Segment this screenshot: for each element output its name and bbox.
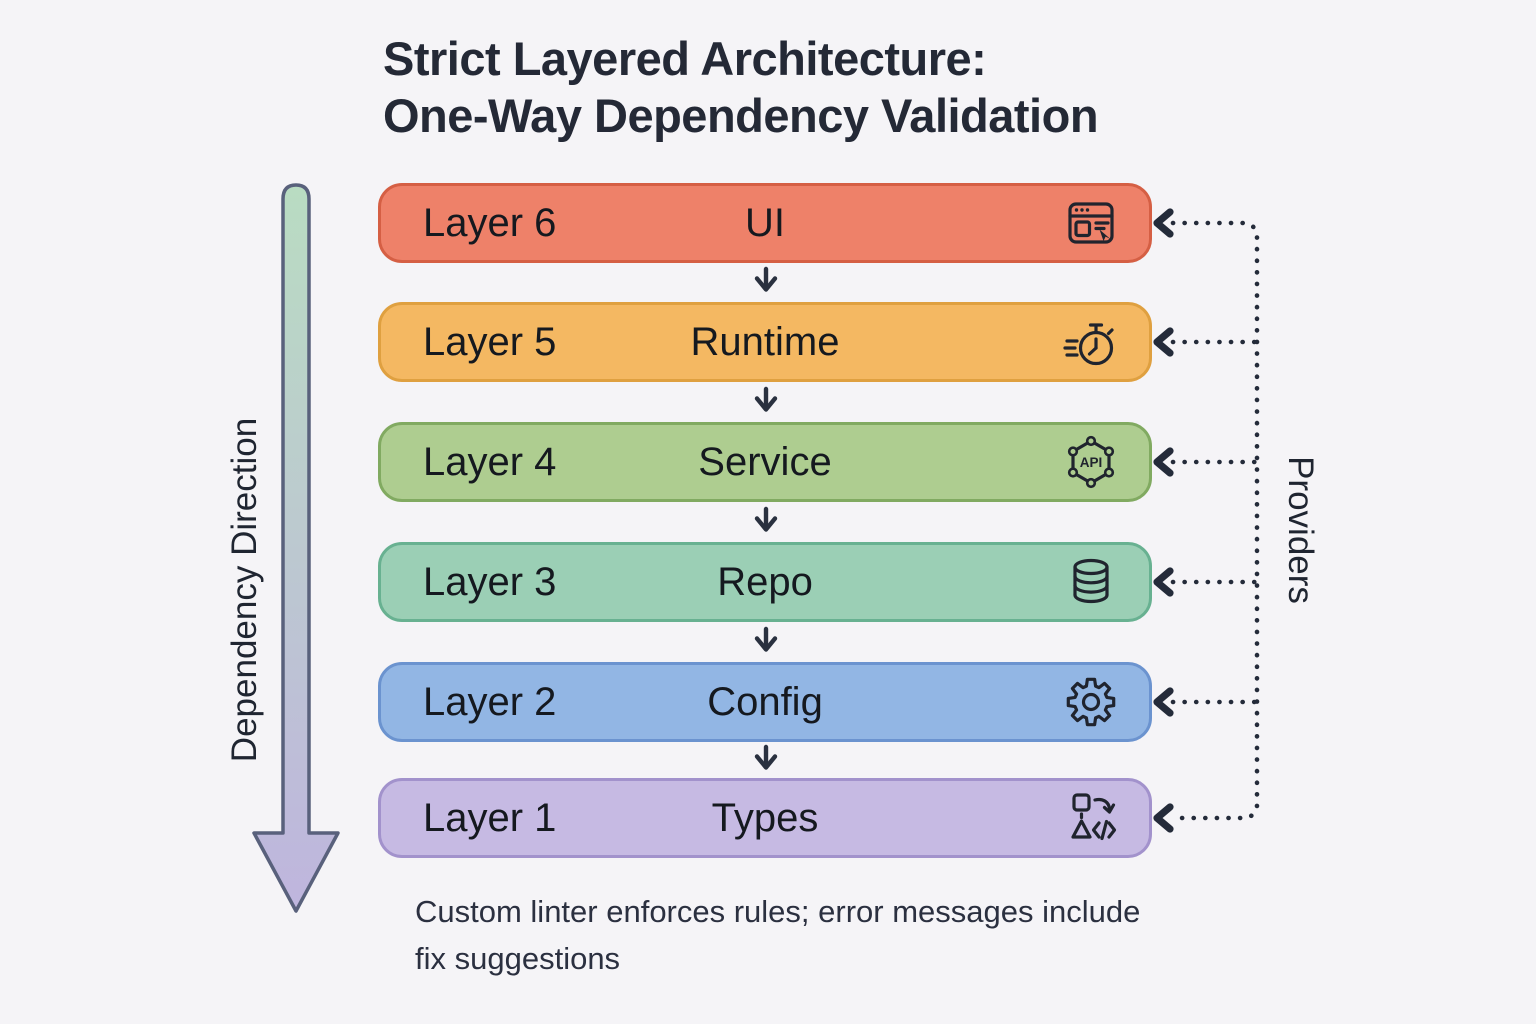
down-arrow-icon [754, 386, 778, 412]
database-icon [1063, 554, 1119, 610]
layer-label: Layer 4 [423, 439, 557, 484]
caption-line-2: fix suggestions [415, 941, 621, 977]
layer-name: Service [698, 439, 832, 484]
api-hexagon-icon: API [1063, 434, 1119, 490]
title-line-1: Strict Layered Architecture: [383, 32, 987, 85]
dependency-direction-arrow [252, 183, 340, 913]
types-shapes-icon [1063, 790, 1119, 846]
gear-icon [1063, 674, 1119, 730]
layer-label: Layer 1 [423, 795, 557, 840]
layer-name: UI [745, 200, 785, 245]
layer-label: Layer 6 [423, 200, 557, 245]
layer-bar-3: Layer 3 Repo [378, 542, 1152, 622]
providers-label: Providers [1281, 456, 1320, 604]
layer-bar-2: Layer 2 Config [378, 662, 1152, 742]
layer-bar-5: Layer 5 Runtime [378, 302, 1152, 382]
layer-name: Config [707, 679, 823, 724]
layer-name: Repo [717, 559, 813, 604]
providers-connector [1153, 208, 1260, 833]
caption-line-1: Custom linter enforces rules; error mess… [415, 894, 1141, 929]
layer-bar-1: Layer 1 Types [378, 778, 1152, 858]
page-title: Strict Layered Architecture: One-Way Dep… [383, 30, 1099, 145]
api-icon-text: API [1080, 455, 1103, 470]
browser-window-icon [1063, 195, 1119, 251]
down-arrow-icon [754, 266, 778, 292]
layer-bar-6: Layer 6 UI [378, 183, 1152, 263]
layer-name: Types [711, 795, 819, 840]
layer-bar-4: Layer 4 Service API [378, 422, 1152, 502]
layer-name: Runtime [690, 319, 840, 364]
down-arrow-icon [754, 506, 778, 532]
stopwatch-icon [1063, 314, 1119, 370]
dependency-direction-label: Dependency Direction [225, 417, 264, 763]
layer-label: Layer 2 [423, 679, 557, 724]
down-arrow-icon [754, 744, 778, 770]
caption: Custom linter enforces rules; error mess… [415, 888, 1140, 982]
down-arrow-icon [754, 626, 778, 652]
layer-label: Layer 3 [423, 559, 557, 604]
layer-label: Layer 5 [423, 319, 557, 364]
title-line-2: One-Way Dependency Validation [383, 89, 1099, 143]
